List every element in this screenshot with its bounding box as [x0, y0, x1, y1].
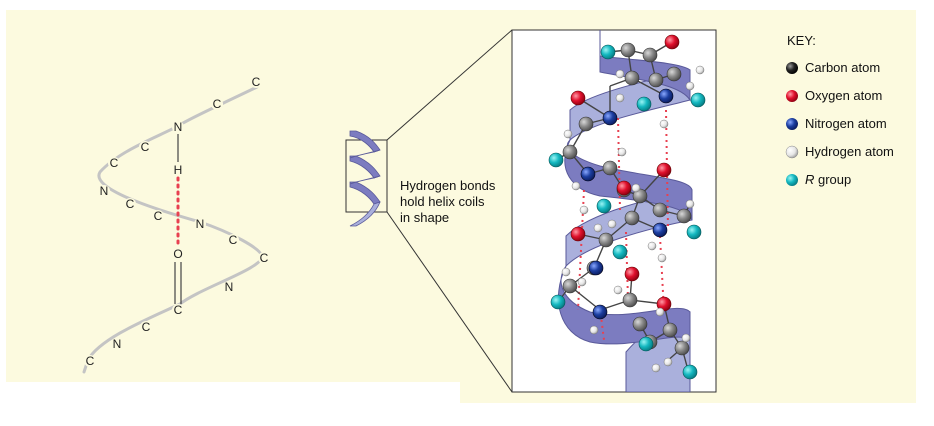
caption-line-1: Hydrogen bonds — [400, 178, 496, 193]
detail-hydrogen-bonds — [577, 109, 669, 341]
key-item-oxygen: Oxygen atom — [805, 88, 882, 103]
chain-atom-c4: C — [110, 156, 119, 170]
detail-nitrogen-atoms — [580, 88, 674, 320]
backbone-chain: C C N C C H N C C N C C O N C C N C — [82, 75, 270, 374]
key-item-r-suffix: group — [814, 172, 851, 187]
chain-atom-c1: C — [252, 75, 261, 89]
chain-atom-n3: N — [196, 217, 205, 231]
zoom-line-top — [386, 29, 513, 141]
chain-atom-c10: C — [142, 320, 151, 334]
helix-detail — [511, 29, 717, 393]
key-item-r-letter: R — [805, 172, 814, 187]
key-item-carbon: Carbon atom — [805, 60, 880, 75]
chain-atom-c6: C — [154, 209, 163, 223]
zoom-line-bottom — [386, 211, 513, 393]
key-item-nitrogen: Nitrogen atom — [805, 116, 887, 131]
label-backgrounds — [84, 76, 270, 367]
key-legend: KEY: Carbon atom Oxygen atom Nitrogen at… — [785, 33, 894, 187]
carbon-atom-icon — [786, 62, 798, 74]
chain-atom-c2: C — [213, 97, 222, 111]
detail-r-group-atoms — [548, 44, 706, 380]
chain-atom-n4: N — [225, 280, 234, 294]
chain-atom-h: H — [174, 163, 183, 177]
chain-atom-c11: C — [86, 354, 95, 368]
thumbnail-frame — [345, 139, 388, 213]
chain-atom-n5: N — [113, 337, 122, 351]
chain-atom-c8: C — [260, 251, 269, 265]
chain-atom-c7: C — [229, 233, 238, 247]
helix-thumbnail — [345, 130, 388, 227]
hydrogen-atom-icon — [785, 145, 799, 159]
chain-atom-c3: C — [141, 140, 150, 154]
chain-atom-n2: N — [100, 184, 109, 198]
left-panel-background — [6, 10, 460, 382]
key-item-r-group: R group — [805, 172, 851, 187]
r-group-icon — [786, 174, 798, 186]
chain-atom-c9: C — [174, 303, 183, 317]
chain-atom-c5: C — [126, 197, 135, 211]
detail-oxygen-atoms — [570, 34, 680, 312]
chain-atom-o: O — [173, 247, 182, 261]
caption-line-3: in shape — [400, 210, 449, 225]
detail-hydrogen-atoms — [561, 65, 705, 373]
nitrogen-atom-icon — [786, 118, 798, 130]
key-title: KEY: — [787, 33, 816, 48]
key-item-hydrogen: Hydrogen atom — [805, 144, 894, 159]
oxygen-atom-icon — [786, 90, 798, 102]
chain-atom-n1: N — [174, 120, 183, 134]
caption-line-2: hold helix coils — [400, 194, 485, 209]
